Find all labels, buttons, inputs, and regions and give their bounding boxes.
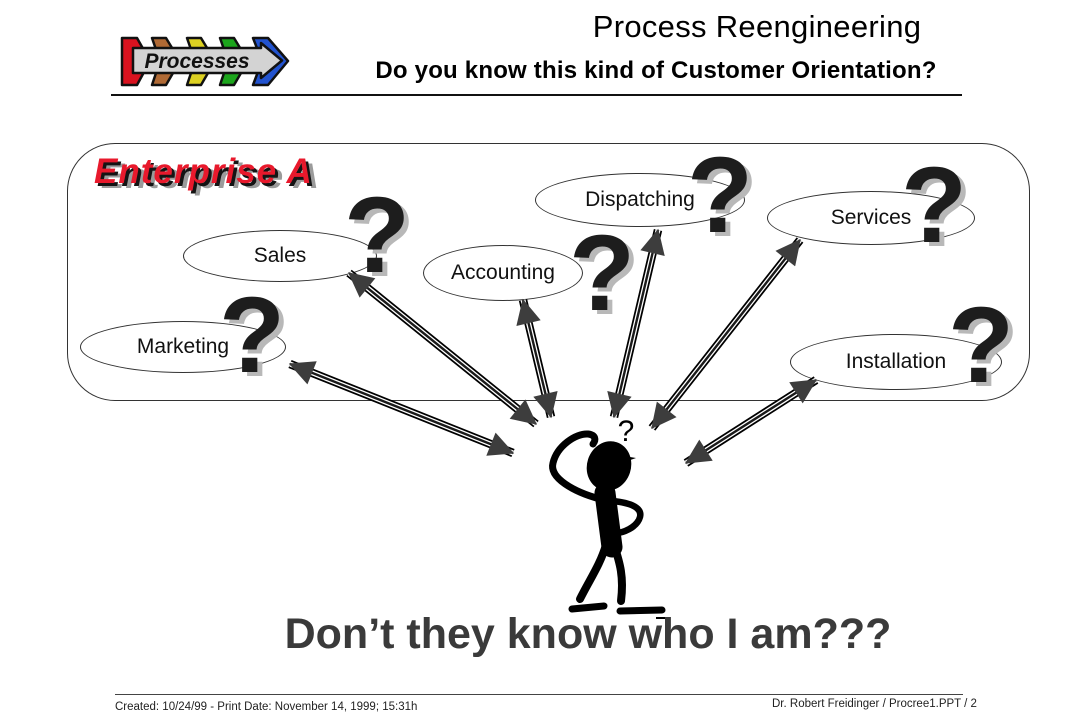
question-mark-marketing: ? <box>219 274 285 395</box>
department-ellipse-dispatching: Dispatching <box>535 173 745 227</box>
department-ellipse-sales: Sales <box>183 230 377 282</box>
figure-right-leg <box>610 541 627 605</box>
department-label: Marketing <box>136 335 230 358</box>
department-label: Installation <box>845 350 947 373</box>
department-ellipse-installation: Installation <box>790 334 1002 390</box>
question-mark-accounting: ? <box>569 212 635 333</box>
question-mark-dispatching: ? <box>687 134 753 255</box>
figure-hip-arm <box>608 497 644 537</box>
footer-author-page: Dr. Robert Freidinger / Procree1.PPT / 2 <box>772 698 977 710</box>
figure-left-foot <box>568 602 608 613</box>
department-ellipse-marketing: Marketing <box>80 321 286 373</box>
figure-raised-arm <box>549 430 604 503</box>
department-ellipse-services: Services <box>767 191 975 245</box>
department-label: Sales <box>253 244 307 267</box>
page-subtitle: Do you know this kind of Customer Orient… <box>375 57 937 84</box>
question-mark-sales: ? <box>344 174 410 295</box>
header-divider <box>111 94 962 96</box>
processes-logo: Processes <box>120 36 290 87</box>
figure-left-leg <box>576 541 610 603</box>
figure-nose <box>618 455 636 464</box>
footer-created-date: Created: 10/24/99 - Print Date: November… <box>115 701 418 713</box>
department-label: Services <box>830 206 912 229</box>
logo-label: Processes <box>144 50 249 73</box>
figure-head <box>586 441 632 491</box>
question-mark-services: ? <box>901 144 967 265</box>
department-label: Accounting <box>451 261 555 284</box>
confused-person-figure: ? <box>549 415 667 619</box>
department-ellipse-accounting: Accounting <box>423 245 583 301</box>
page-title: Process Reengineering <box>592 9 922 44</box>
figure-body <box>594 482 623 558</box>
caption-text: Don’t they know who I am??? <box>284 610 892 658</box>
footer-divider <box>115 694 963 695</box>
logo-banner-arrow <box>131 41 284 80</box>
question-mark-installation: ? <box>948 284 1014 405</box>
figure-question-mark: ? <box>618 415 635 448</box>
department-label: Dispatching <box>585 188 695 211</box>
enterprise-label: Enterprise A <box>94 152 313 191</box>
